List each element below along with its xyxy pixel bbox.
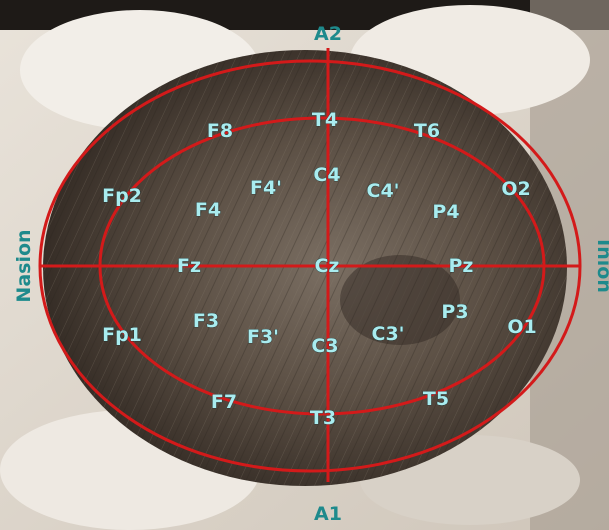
electrode-p4: P4	[432, 201, 459, 223]
electrode-c4: C4	[313, 164, 340, 186]
label-nasion: Nasion	[13, 229, 35, 302]
label-inion: Inion	[593, 239, 609, 293]
electrode-f4: F4	[195, 199, 221, 221]
electrode-cz: Cz	[314, 255, 339, 277]
electrode-f7: F7	[211, 391, 237, 413]
electrode-c4-prime: C4'	[367, 180, 400, 202]
label-a2: A2	[314, 23, 342, 45]
electrode-t5: T5	[423, 388, 449, 410]
electrode-t3: T3	[310, 407, 336, 429]
electrode-o1: O1	[507, 316, 536, 338]
electrode-c3-prime: C3'	[372, 323, 405, 345]
electrode-t6: T6	[414, 120, 440, 142]
electrode-fp1: Fp1	[102, 324, 142, 346]
electrode-fz: Fz	[177, 255, 201, 277]
electrode-f8: F8	[207, 120, 233, 142]
electrode-f3: F3	[193, 310, 219, 332]
electrode-f3-prime: F3'	[247, 326, 279, 348]
electrode-o2: O2	[501, 178, 530, 200]
electrode-fp2: Fp2	[102, 185, 142, 207]
electrode-p3: P3	[441, 301, 468, 323]
electrode-pz: Pz	[449, 255, 474, 277]
electrode-t4: T4	[312, 109, 338, 131]
electrode-f4-prime: F4'	[250, 177, 282, 199]
electrode-c3: C3	[311, 335, 338, 357]
label-a1: A1	[314, 503, 342, 525]
